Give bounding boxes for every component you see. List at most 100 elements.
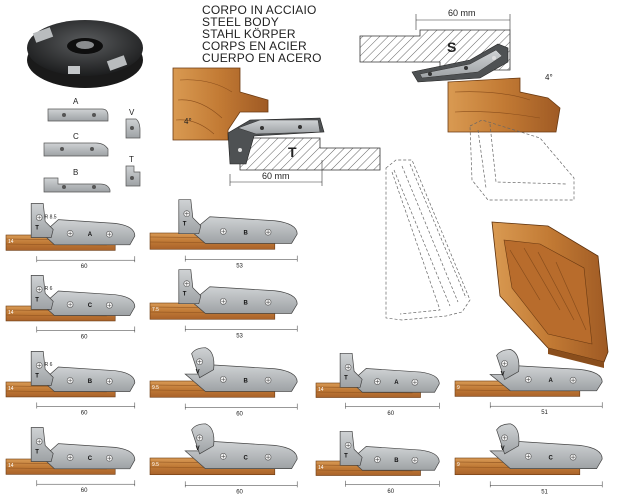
profile-tag: 14 xyxy=(8,310,14,316)
knife-set xyxy=(43,108,141,193)
profile-card: V B 9.5 60 xyxy=(149,347,298,418)
top-knife-letter: T xyxy=(183,222,187,228)
profile-dimension: 60 xyxy=(387,411,394,417)
knife-v xyxy=(496,423,520,455)
cutter-head-image xyxy=(27,20,143,88)
main-knife-letter: B xyxy=(394,458,399,464)
profile-dimension: 60 xyxy=(236,412,243,418)
top-knife-letter: V xyxy=(501,446,505,452)
dim-t: 60 mm xyxy=(262,171,290,181)
profile-dimension: 60 xyxy=(81,334,88,340)
knife-label-v: V xyxy=(129,108,135,117)
knife-label-c: C xyxy=(73,132,79,141)
body-s-label: S xyxy=(447,39,456,55)
profile-card: T B 14 60 xyxy=(315,430,440,495)
panel-sketch-vertical xyxy=(385,159,471,321)
profile-tag: 9 xyxy=(457,462,460,468)
title-line-it: CORPO IN ACCIAIO xyxy=(202,3,317,17)
knife-t xyxy=(178,199,202,235)
profile-card: TB7.553 xyxy=(149,269,298,340)
profile-dimension: 60 xyxy=(387,489,394,495)
main-knife-letter: B xyxy=(243,378,248,384)
profile-tag: 9.5 xyxy=(152,385,159,391)
main-knife-letter: B xyxy=(243,230,248,236)
knife-body xyxy=(35,290,136,316)
door-panel-image xyxy=(491,221,609,368)
profile-card: T B 53 xyxy=(149,199,298,270)
profile-tag: 9 xyxy=(457,385,460,391)
profile-dimension: 60 xyxy=(81,264,88,270)
knife-t xyxy=(178,269,202,305)
main-knife-letter: C xyxy=(548,455,553,461)
angle-t: 4° xyxy=(184,117,192,126)
knife-label-b: B xyxy=(73,168,78,177)
main-knife-letter: B xyxy=(88,379,93,385)
knife-t xyxy=(339,430,363,466)
profile-tag: 14 xyxy=(318,387,324,393)
profile-card: V A 9 51 xyxy=(454,349,603,416)
profile-tag: 14 xyxy=(318,465,324,471)
knife-t xyxy=(30,351,54,386)
profile-card: VC9.560 xyxy=(149,423,298,495)
knife-t xyxy=(30,203,54,238)
body-s-section xyxy=(359,14,561,133)
profile-tag: 9.5 xyxy=(152,462,159,468)
dim-s: 60 mm xyxy=(448,8,476,18)
knife-body xyxy=(344,446,440,471)
profile-card: T C 14 60 xyxy=(5,427,136,494)
knife-body xyxy=(489,440,603,469)
profile-radius: R 6 xyxy=(45,362,53,368)
angle-s: 4° xyxy=(545,73,553,82)
main-knife-letter: B xyxy=(243,300,248,306)
body-t-label: T xyxy=(288,144,297,160)
knife-body xyxy=(184,216,298,244)
panel-sketch-frame xyxy=(469,119,575,201)
top-knife-letter: T xyxy=(35,450,39,456)
knife-t xyxy=(30,275,54,310)
main-knife-letter: A xyxy=(88,232,93,238)
main-knife-letter: A xyxy=(548,378,553,384)
profile-dimension: 51 xyxy=(541,410,548,416)
profile-card: T A 14 60 xyxy=(315,352,440,417)
main-knife-letter: C xyxy=(243,455,248,461)
profile-radius: R 8.5 xyxy=(45,215,57,221)
knife-body xyxy=(35,443,136,470)
knife-body xyxy=(184,440,298,469)
knife-t xyxy=(30,427,54,462)
top-knife-letter: V xyxy=(196,370,200,376)
main-knife-letter: A xyxy=(394,380,399,386)
top-knife-letter: T xyxy=(35,373,39,379)
profile-tag: 14 xyxy=(8,463,14,469)
profile-tag: 7.5 xyxy=(152,307,159,313)
title-line-es: CUERPO EN ACERO xyxy=(202,51,322,65)
top-knife-letter: T xyxy=(344,453,348,459)
knife-v xyxy=(496,349,520,381)
profile-dimension: 60 xyxy=(81,488,88,494)
profile-dimension: 60 xyxy=(81,410,88,416)
top-knife-letter: T xyxy=(35,226,39,232)
knife-body xyxy=(35,219,136,246)
knife-t xyxy=(339,352,363,388)
title-line-en: STEEL BODY xyxy=(202,15,279,29)
main-knife-letter: C xyxy=(88,303,93,309)
profile-dimension: 51 xyxy=(541,489,548,495)
top-knife-letter: T xyxy=(344,375,348,381)
main-knife-letter: C xyxy=(88,456,93,462)
profile-dimension: 53 xyxy=(236,264,243,270)
body-t-section xyxy=(172,67,381,186)
knife-body xyxy=(184,364,298,392)
top-knife-letter: V xyxy=(501,372,505,378)
knife-body xyxy=(184,286,298,314)
top-knife-letter: T xyxy=(35,297,39,303)
knife-body xyxy=(344,368,440,393)
knife-v xyxy=(191,423,215,455)
title-line-de: STAHL KÖRPER xyxy=(202,27,296,41)
top-knife-letter: V xyxy=(196,446,200,452)
knife-body xyxy=(35,366,136,392)
